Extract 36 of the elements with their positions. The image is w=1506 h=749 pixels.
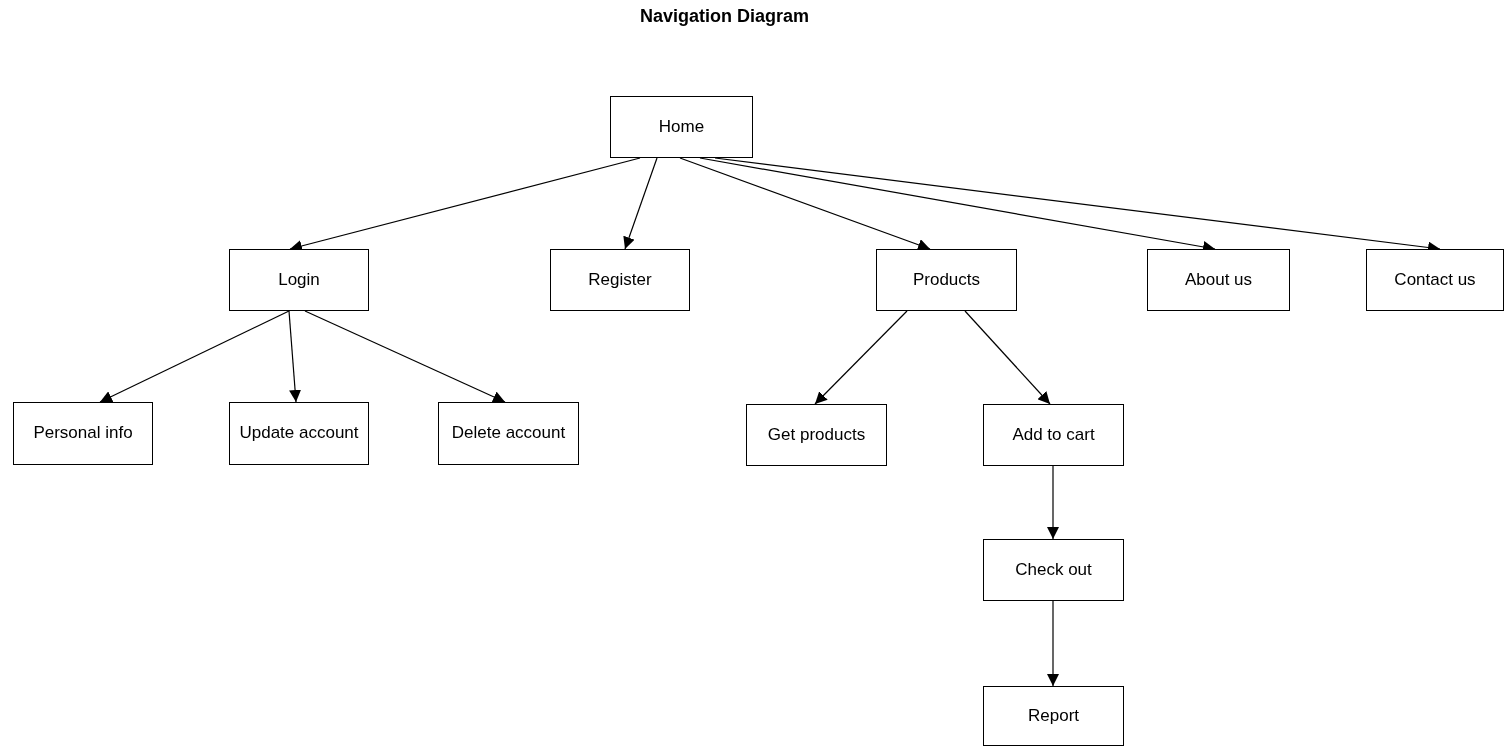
page-box xyxy=(1147,249,1290,311)
arrow xyxy=(99,310,290,403)
page-box xyxy=(1366,249,1504,311)
page-box xyxy=(983,539,1124,601)
page-box xyxy=(983,404,1124,466)
page-name: Register xyxy=(588,269,652,291)
page-box xyxy=(229,402,369,465)
page-box xyxy=(229,249,369,311)
page-name: Update account xyxy=(239,423,359,444)
page-name: Contact us xyxy=(1394,269,1476,291)
page-name: About us xyxy=(1184,269,1253,291)
page-name: Home xyxy=(658,116,705,138)
page-name: Delete account xyxy=(451,423,566,444)
arrow xyxy=(623,157,658,250)
page-box xyxy=(983,686,1124,746)
page-name: Report xyxy=(1028,705,1079,727)
arrow xyxy=(288,310,302,403)
page-box xyxy=(13,402,153,465)
arrow xyxy=(1047,465,1059,540)
page-box xyxy=(550,249,690,311)
arrow xyxy=(304,310,506,403)
page-box xyxy=(438,402,579,465)
page-name: Add to cart xyxy=(1012,424,1095,446)
page-name: Personal info xyxy=(33,423,133,444)
page-name: Login xyxy=(278,269,320,291)
page-name: Get products xyxy=(767,424,866,446)
page-box xyxy=(746,404,887,466)
page-box xyxy=(876,249,1017,311)
arrow xyxy=(964,310,1051,405)
page-name: Products xyxy=(912,269,981,291)
arrow xyxy=(1047,600,1059,687)
page-name: Check out xyxy=(1015,559,1092,581)
diagram-title: Navigation Diagram xyxy=(640,6,810,27)
arrow xyxy=(814,310,908,405)
page-box xyxy=(610,96,753,158)
arrow xyxy=(679,157,931,251)
